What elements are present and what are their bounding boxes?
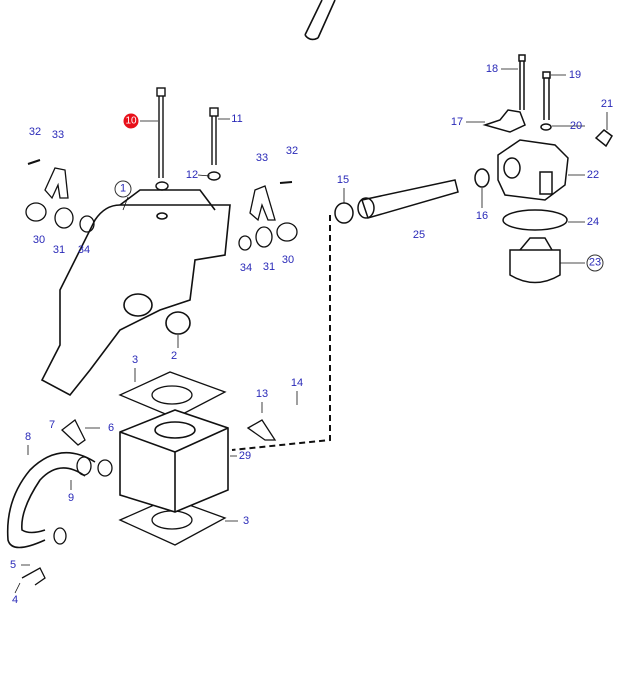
part-label-8[interactable]: 8: [24, 431, 32, 443]
leader-lines: [14, 68, 608, 594]
part-label-18[interactable]: 18: [485, 63, 499, 75]
part-label-4[interactable]: 4: [11, 594, 19, 606]
part-label-24[interactable]: 24: [586, 216, 600, 228]
part-label-29[interactable]: 29: [238, 450, 252, 462]
part-label-25[interactable]: 25: [412, 229, 426, 241]
caps-and-washers: [25, 202, 298, 251]
part-label-30[interactable]: 30: [281, 254, 295, 266]
part-label-34[interactable]: 34: [239, 262, 253, 274]
pipe-top: [304, 0, 336, 41]
hose: [6, 451, 96, 549]
gasket-upper: [118, 371, 227, 419]
part-label-31[interactable]: 31: [52, 244, 66, 256]
part-label-19[interactable]: 19: [568, 69, 582, 81]
bolts: [155, 87, 221, 191]
part-label-12[interactable]: 12: [185, 169, 199, 181]
part-label-32[interactable]: 32: [285, 145, 299, 157]
thermostat-housing: [334, 54, 613, 284]
part-label-15[interactable]: 15: [336, 174, 350, 186]
part-label-23[interactable]: 23: [586, 254, 604, 272]
part-label-30[interactable]: 30: [32, 234, 46, 246]
part-label-32[interactable]: 32: [28, 126, 42, 138]
part-label-17[interactable]: 17: [450, 116, 464, 128]
bracket-right: [249, 185, 276, 222]
part-label-22[interactable]: 22: [586, 169, 600, 181]
part-label-3[interactable]: 3: [242, 515, 250, 527]
part-label-14[interactable]: 14: [290, 377, 304, 389]
part-label-5[interactable]: 5: [9, 559, 17, 571]
part-label-13[interactable]: 13: [255, 388, 269, 400]
part-label-34[interactable]: 34: [77, 244, 91, 256]
part-label-7[interactable]: 7: [48, 419, 56, 431]
part-label-33[interactable]: 33: [255, 152, 269, 164]
part-label-10-highlighted[interactable]: 10: [123, 113, 139, 129]
part-label-3[interactable]: 3: [131, 354, 139, 366]
riser-block: [119, 409, 229, 513]
exhaust-elbow: [40, 189, 231, 397]
dashed-connector: [231, 215, 331, 451]
part-label-21[interactable]: 21: [600, 98, 614, 110]
part-label-2[interactable]: 2: [170, 350, 178, 362]
bracket-left: [44, 167, 69, 200]
part-label-16[interactable]: 16: [475, 210, 489, 222]
part-label-33[interactable]: 33: [51, 129, 65, 141]
part-label-11[interactable]: 11: [231, 113, 243, 125]
part-label-31[interactable]: 31: [262, 261, 276, 273]
part-label-9[interactable]: 9: [67, 492, 75, 504]
part-label-6[interactable]: 6: [107, 422, 115, 434]
part-label-20[interactable]: 20: [569, 120, 583, 132]
part-label-1[interactable]: 1: [114, 180, 132, 198]
